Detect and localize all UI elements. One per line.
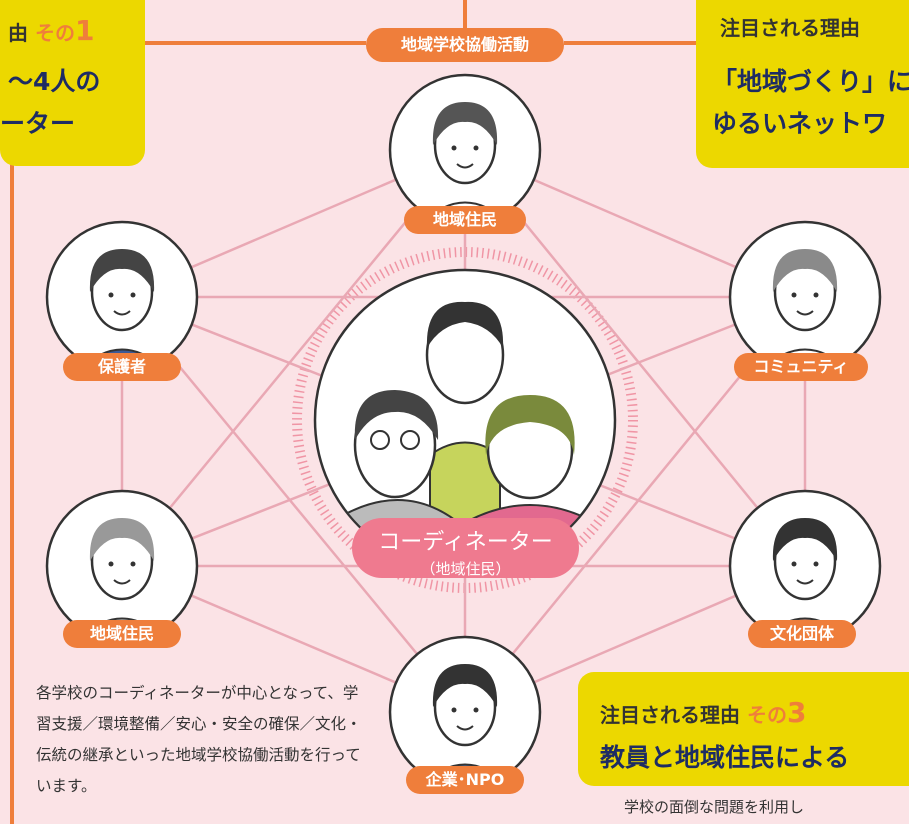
reason-1-box: 由 その1 ～4人の ーター bbox=[0, 0, 145, 166]
reason-3-box: 注目される理由 その3 教員と地域住民による bbox=[578, 672, 909, 786]
bottom-partial-text: 学校の面倒な問題を利用し bbox=[624, 798, 805, 816]
reason-1-line-1: ～4人の bbox=[8, 67, 101, 96]
reason-2-heading: 注目される理由 bbox=[720, 16, 860, 40]
coordinator-title: コーディネーター bbox=[378, 530, 553, 555]
activity-label: 地域学校協働活動 bbox=[366, 28, 564, 62]
connector-lines bbox=[10, 0, 700, 824]
role-label-lower-left: 地域住民 bbox=[63, 620, 181, 648]
reason-3-main: 教員と地域住民による bbox=[600, 743, 850, 772]
reason-1-line-2: ーター bbox=[0, 109, 76, 138]
role-label-lower-right: 文化団体 bbox=[748, 620, 856, 648]
reason-2-box: 注目される理由 「地域づくり」に ゆるいネットワ bbox=[696, 0, 909, 168]
coordinator-halo bbox=[292, 247, 638, 593]
reason-2-line-2: ゆるいネットワ bbox=[712, 109, 888, 138]
role-label-bottom: 企業･NPO bbox=[406, 766, 524, 794]
role-label-top: 地域住民 bbox=[404, 206, 526, 234]
reason-2-line-1: 「地域づくり」に bbox=[712, 67, 909, 96]
role-label-upper-left: 保護者 bbox=[63, 353, 181, 381]
activity-description: 各学校のコーディネーターが中心となって、学習支援／環境整備／安心・安全の確保／文… bbox=[36, 684, 362, 795]
role-label-upper-right: コミュニティ bbox=[734, 353, 868, 381]
reason-3-heading: 注目される理由 その3 bbox=[600, 696, 807, 729]
coordinator-label: コーディネーター （地域住民） bbox=[352, 518, 579, 578]
coordinator-subtitle: （地域住民） bbox=[420, 560, 511, 578]
reason-1-heading: 由 その1 bbox=[8, 14, 95, 47]
